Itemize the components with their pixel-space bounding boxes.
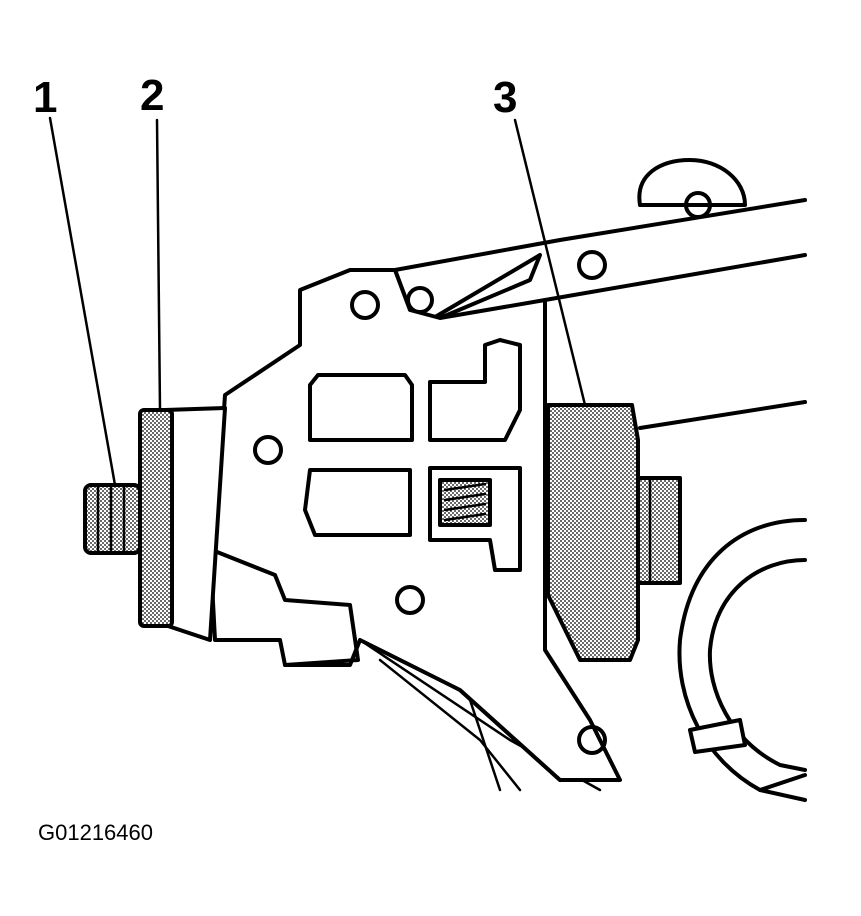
leader-line-2: [155, 118, 162, 412]
callout-1: 1: [33, 73, 57, 122]
rubber-boot: [677, 518, 807, 802]
spring-detail: [438, 478, 492, 527]
leader-lines: [48, 116, 587, 487]
bushing: [546, 403, 640, 662]
leader-line-1: [48, 116, 117, 487]
collar: [138, 406, 227, 642]
callout-3: 3: [493, 73, 517, 122]
callout-2: 2: [140, 71, 164, 120]
leader-line-3: [513, 118, 587, 407]
bracket-housing: [208, 268, 622, 782]
hex-nut: [633, 476, 682, 585]
figure-id: G01216460: [38, 820, 153, 845]
threaded-stud: [83, 483, 142, 555]
